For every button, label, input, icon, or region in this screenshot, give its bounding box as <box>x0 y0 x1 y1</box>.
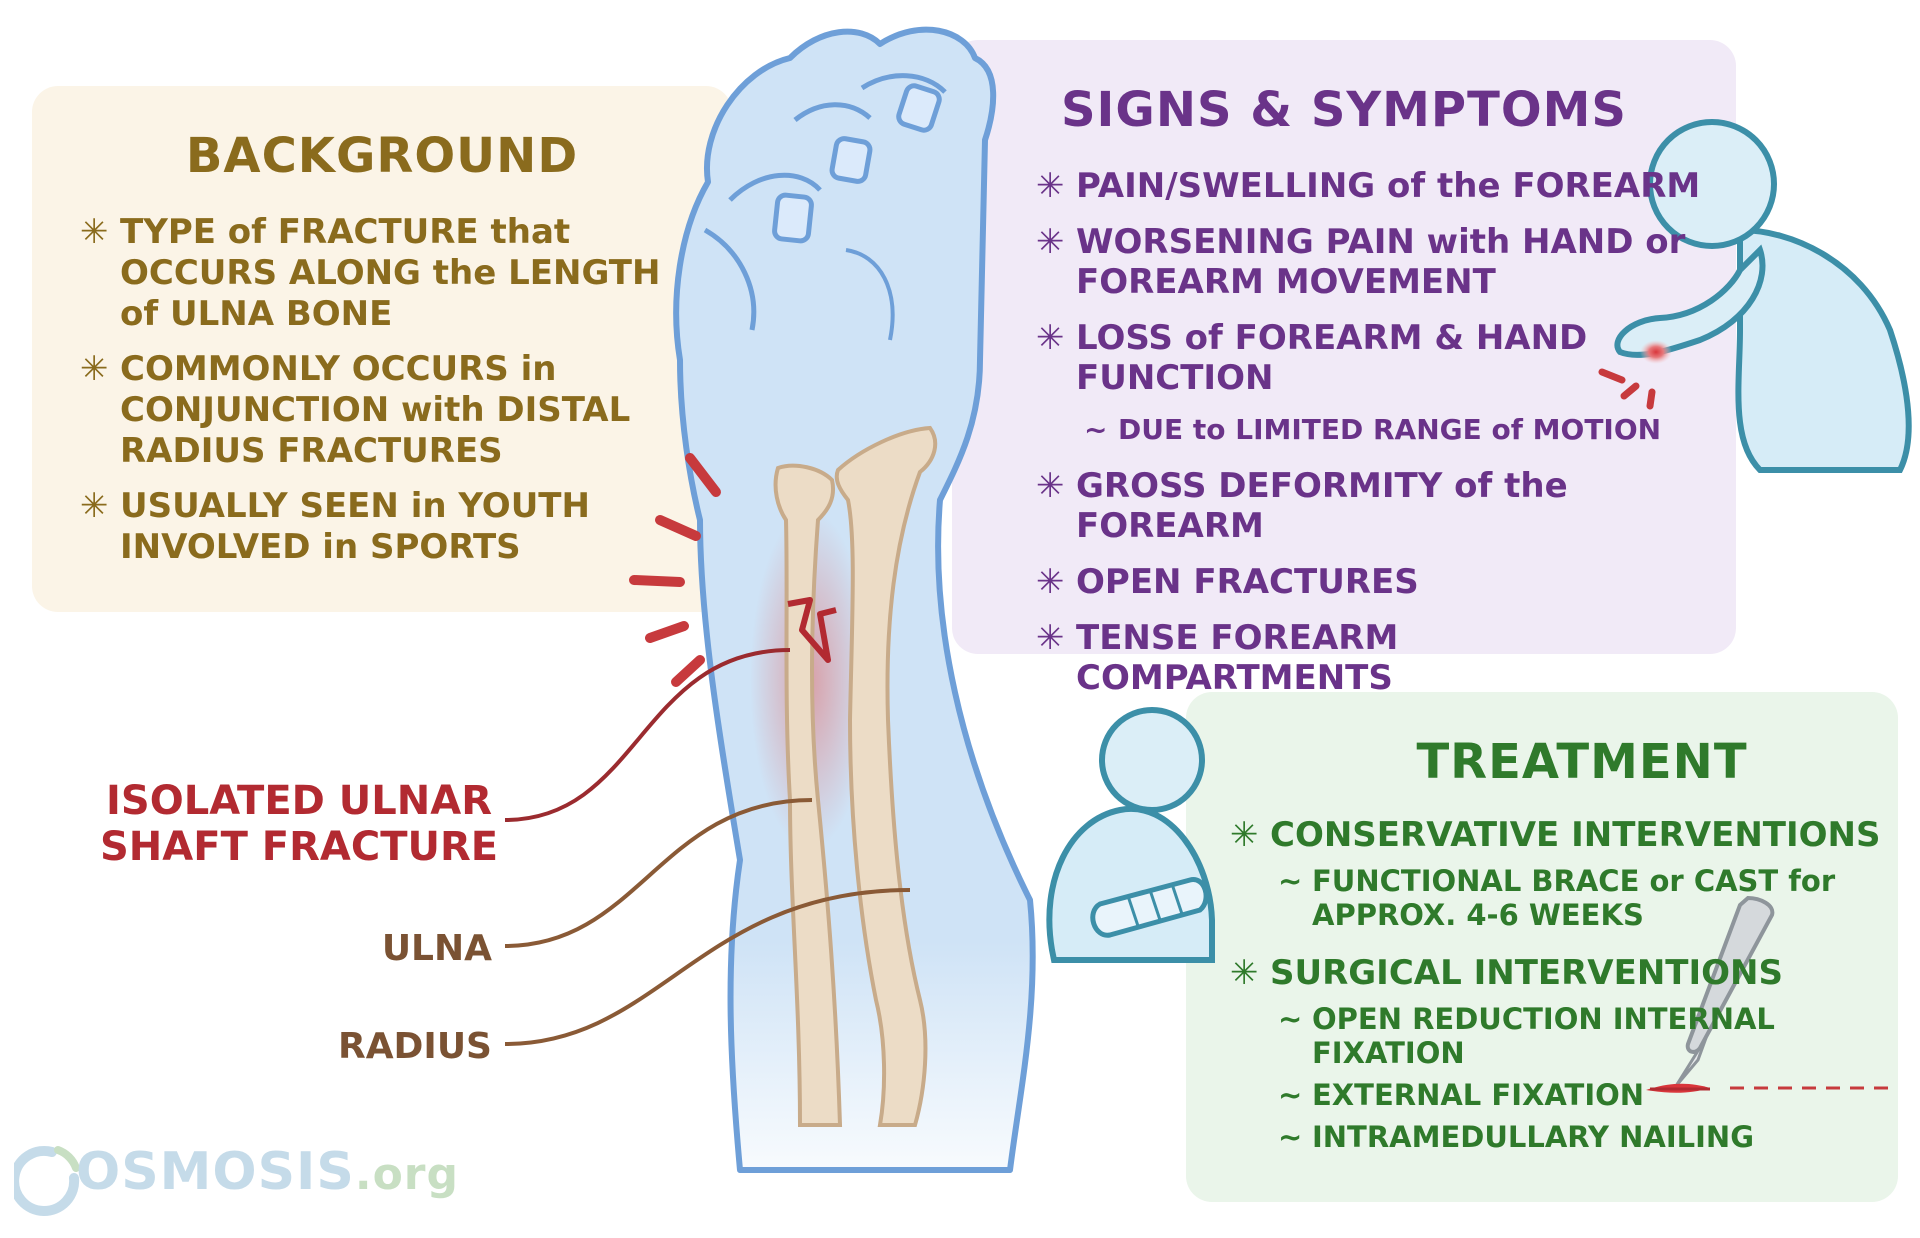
ulna-bone <box>773 463 843 1127</box>
treatment-panel <box>1186 692 1898 1202</box>
list-item-text: LOSS of FOREARM & HAND FUNCTION <box>1076 318 1588 398</box>
list-item: ✳ TYPE of FRACTURE that OCCURS ALONG the … <box>80 212 680 335</box>
list-item: ✳ SURGICAL INTERVENTIONS <box>1230 954 1890 992</box>
list-item-text: PAIN/SWELLING of the FOREARM <box>1076 166 1701 206</box>
list-item-text: SURGICAL INTERVENTIONS <box>1270 953 1783 993</box>
pain-marks <box>629 453 721 687</box>
list-subitem-text: EXTERNAL FIXATION <box>1312 1078 1645 1112</box>
fracture-label-line-1: ISOLATED ULNAR <box>106 778 492 824</box>
treatment-title: TREATMENT <box>1416 734 1748 790</box>
list-item-text: GROSS DEFORMITY of the FOREARM <box>1076 466 1568 546</box>
list-item: ✳ OPEN FRACTURES <box>1036 562 1726 602</box>
list-subitem: ~ INTRAMEDULLARY NAILING <box>1230 1120 1890 1154</box>
treatment-list: ✳ CONSERVATIVE INTERVENTIONS ~ FUNCTIONAL … <box>1230 816 1890 1162</box>
list-item: ✳ TENSE FOREARM COMPARTMENTS <box>1036 618 1726 698</box>
signs-panel <box>952 40 1736 654</box>
signs-list: ✳ PAIN/SWELLING of the FOREARM ✳ WORSENING… <box>1036 166 1726 714</box>
asterisk-icon: ✳ <box>1036 222 1065 262</box>
scalpel-icon <box>1646 895 1890 1093</box>
list-item: ✳ PAIN/SWELLING of the FOREARM <box>1036 166 1726 206</box>
fracture-label-line-2: SHAFT FRACTURE <box>100 824 499 870</box>
list-subitem: ~ FUNCTIONAL BRACE or CAST for APPROX. 4-… <box>1230 864 1890 932</box>
background-title: BACKGROUND <box>185 128 579 184</box>
list-item-text: USUALLY SEEN in YOUTH INVOLVED in SPORTS <box>120 486 590 567</box>
list-subitem: ~ EXTERNAL FIXATION <box>1230 1078 1890 1112</box>
tilde-icon: ~ <box>1084 413 1108 446</box>
list-item: ✳ CONSERVATIVE INTERVENTIONS <box>1230 816 1890 854</box>
list-item: ✳ WORSENING PAIN with HAND or FOREARM MOV… <box>1036 222 1726 302</box>
asterisk-icon: ✳ <box>1036 562 1065 602</box>
background-list: ✳ TYPE of FRACTURE that OCCURS ALONG the … <box>80 212 680 582</box>
asterisk-icon: ✳ <box>80 212 109 252</box>
list-item-text: WORSENING PAIN with HAND or FOREARM MOVE… <box>1076 222 1686 302</box>
asterisk-icon: ✳ <box>1036 318 1065 358</box>
list-item: ✳ LOSS of FOREARM & HAND FUNCTION <box>1036 318 1726 398</box>
list-item: ✳ USUALLY SEEN in YOUTH INVOLVED in SPORT… <box>80 486 680 568</box>
list-subitem-text: DUE to LIMITED RANGE of MOTION <box>1118 413 1662 446</box>
tilde-icon: ~ <box>1278 1120 1303 1154</box>
list-subitem-text: INTRAMEDULLARY NAILING <box>1312 1120 1754 1154</box>
list-item: ✳ GROSS DEFORMITY of the FOREARM <box>1036 466 1726 546</box>
list-item-text: OPEN FRACTURES <box>1076 562 1419 602</box>
tilde-icon: ~ <box>1278 1078 1303 1112</box>
logo-name: OSMOSIS <box>76 1142 355 1202</box>
radius-bone <box>834 425 938 1127</box>
ulna-label: ULNA <box>381 928 492 969</box>
asterisk-icon: ✳ <box>1036 618 1065 658</box>
list-subitem: ~ OPEN REDUCTION INTERNAL FIXATION <box>1230 1002 1890 1070</box>
person-with-wrist-pain-figure <box>1598 119 1912 473</box>
asterisk-icon: ✳ <box>1230 815 1259 855</box>
background-panel <box>32 86 732 612</box>
radius-label: RADIUS <box>337 1026 492 1067</box>
asterisk-icon: ✳ <box>1036 166 1065 206</box>
fracture-line <box>787 597 837 663</box>
list-item-text: TYPE of FRACTURE that OCCURS ALONG the L… <box>120 212 661 334</box>
tilde-icon: ~ <box>1278 1002 1303 1036</box>
list-item-text: CONSERVATIVE INTERVENTIONS <box>1270 815 1881 855</box>
list-subitem-text: OPEN REDUCTION INTERNAL FIXATION <box>1312 1002 1775 1070</box>
asterisk-icon: ✳ <box>1230 953 1259 993</box>
list-item-text: TENSE FOREARM COMPARTMENTS <box>1076 618 1399 698</box>
list-item-text: COMMONLY OCCURS in CONJUNCTION with DIST… <box>120 349 631 471</box>
asterisk-icon: ✳ <box>1036 466 1065 506</box>
list-subitem: ~ DUE to LIMITED RANGE of MOTION <box>1036 410 1726 450</box>
person-with-cast-figure <box>1046 707 1215 963</box>
ulna-leader-line <box>504 798 813 948</box>
signs-title: SIGNS & SYMPTOMS <box>1060 82 1627 138</box>
asterisk-icon: ✳ <box>80 486 109 526</box>
asterisk-icon: ✳ <box>80 349 109 389</box>
tilde-icon: ~ <box>1278 864 1303 898</box>
list-item: ✳ COMMONLY OCCURS in CONJUNCTION with DIS… <box>80 349 680 472</box>
logo-suffix: .org <box>354 1149 459 1200</box>
osmosis-logo: OSMOSIS.org <box>14 1138 458 1218</box>
logo-mark-icon <box>14 1145 80 1216</box>
fracture-label: ISOLATED ULNAR SHAFT FRACTURE <box>100 778 499 870</box>
fracture-leader-line <box>504 648 791 822</box>
list-subitem-text: FUNCTIONAL BRACE or CAST for APPROX. 4-6… <box>1312 864 1836 932</box>
radius-leader-line <box>504 888 911 1046</box>
